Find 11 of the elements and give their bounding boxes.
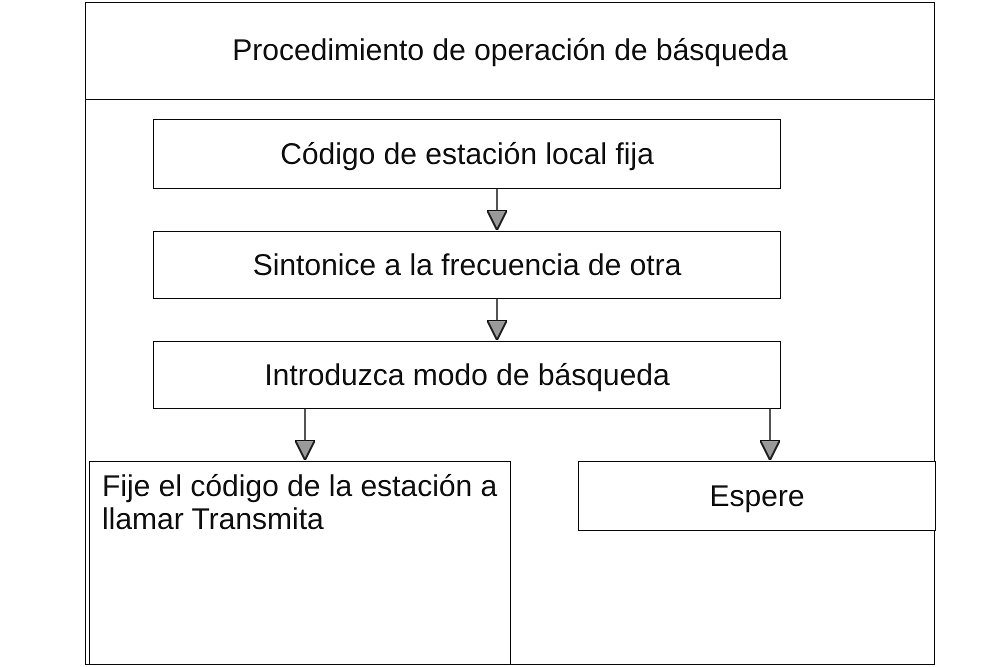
arrow [486,298,508,341]
title-header: Procedimiento de operación de básqueda [86,3,934,100]
process-box: Sintonice a la frecuencia de otra [153,231,781,299]
arrow [486,188,508,231]
process-box: Código de estación local fija [153,119,781,189]
process-box: Espere [578,461,936,531]
arrow [759,408,781,461]
process-box: Introduzca modo de básqueda [153,341,781,409]
arrow [294,408,316,461]
outer-frame [85,2,935,665]
process-box: Fije el código de la estación a llamar Transmita [89,461,511,665]
